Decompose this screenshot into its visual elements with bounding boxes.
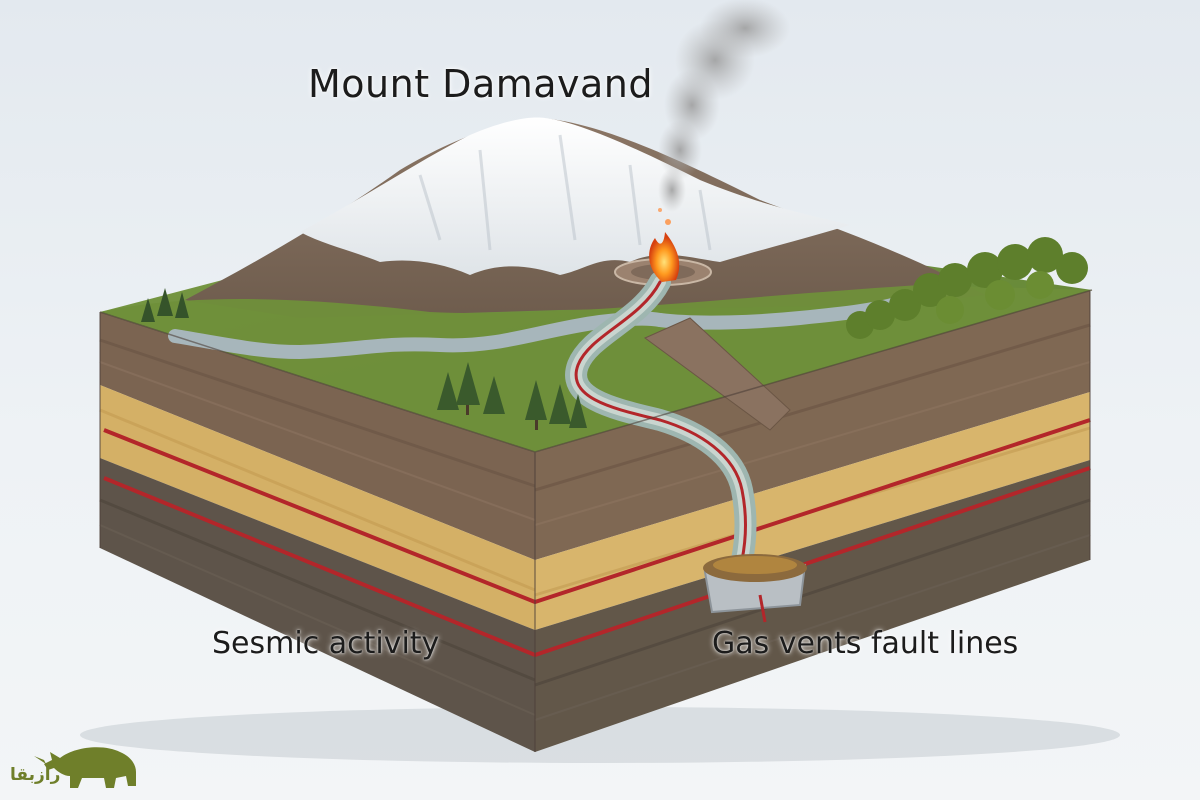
logo-text: رازبقا: [10, 765, 61, 785]
trees: [141, 237, 1088, 430]
pine-trees-center: [437, 362, 587, 430]
rhino-icon: [34, 747, 136, 788]
pine-trees-left-edge: [141, 288, 189, 322]
foothill-grass: [100, 285, 1092, 452]
river-left: [168, 311, 667, 360]
gas-vents-label: Gas vents fault lines: [712, 626, 1019, 661]
diagram-title: Mount Damavand: [308, 62, 654, 106]
topsoil-layer-left: [100, 312, 535, 560]
smoke-plume: [658, 0, 790, 212]
bedrock-layer-left: [100, 458, 535, 752]
seismic-activity-label: Sesmic activity: [212, 626, 440, 661]
magma-conduit: [565, 271, 757, 571]
left-face: [99, 312, 536, 752]
block-edges: [99, 289, 1093, 752]
bedrock-layer-right: [535, 460, 1090, 752]
gas-vent-chamber: [703, 554, 807, 623]
volcano-fire: [649, 208, 680, 282]
fault-scarp: [644, 317, 791, 431]
mountain: [185, 117, 985, 318]
deciduous-trees-right: [846, 237, 1088, 339]
sand-layer-left: [100, 385, 535, 630]
ground-shadow: [80, 707, 1120, 763]
topsoil-layer-right: [535, 290, 1090, 560]
